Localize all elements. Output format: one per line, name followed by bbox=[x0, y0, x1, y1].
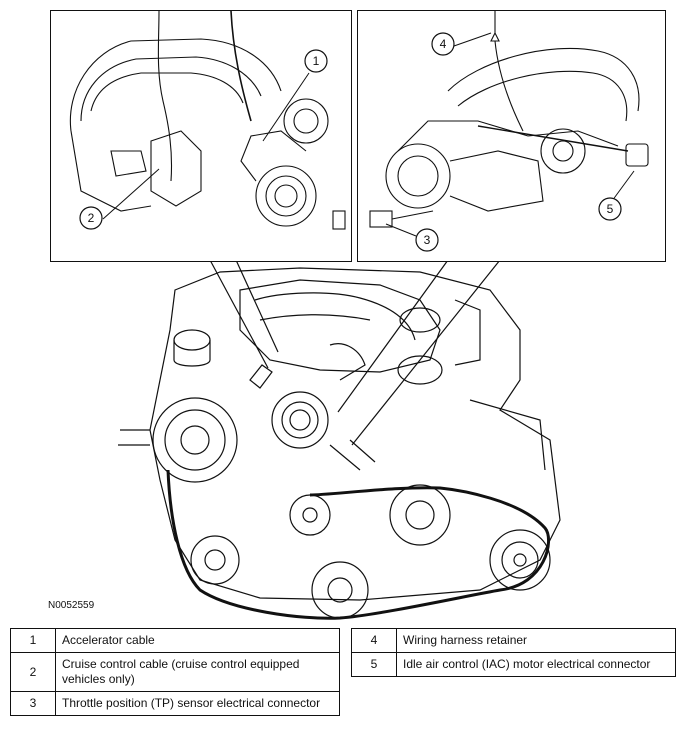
leader-line-left-a bbox=[209, 259, 269, 369]
oil-filler-cap bbox=[173, 329, 211, 351]
legend-num: 1 bbox=[10, 628, 56, 653]
throttle-detail-illustration bbox=[69, 11, 346, 230]
crankshaft-pulley bbox=[311, 561, 369, 619]
detail-panel-left bbox=[50, 10, 352, 262]
legend-table-left: 1 Accelerator cable 2 Cruise control cab… bbox=[10, 628, 340, 716]
legend-num: 4 bbox=[351, 628, 397, 653]
iac-detail-illustration bbox=[369, 11, 649, 237]
figure-id: N0052559 bbox=[48, 600, 95, 611]
legend-text: Accelerator cable bbox=[55, 628, 340, 653]
alternator bbox=[152, 397, 238, 483]
pulley-water-pump bbox=[389, 484, 451, 546]
leader-line-left-b bbox=[235, 259, 279, 353]
legend-num: 5 bbox=[351, 652, 397, 677]
legend-text: Idle air control (IAC) motor electrical … bbox=[396, 652, 676, 677]
legend-text: Wiring harness retainer bbox=[396, 628, 676, 653]
legend-text: Cruise control cable (cruise control equ… bbox=[55, 652, 340, 692]
legend-row: 3 Throttle position (TP) sensor electric… bbox=[10, 691, 340, 716]
legend-text: Throttle position (TP) sensor electrical… bbox=[55, 691, 340, 716]
leader-line-right-a bbox=[337, 259, 449, 413]
legend-row: 5 Idle air control (IAC) motor electrica… bbox=[351, 652, 676, 677]
legend-num: 2 bbox=[10, 652, 56, 692]
leader-line-right-b bbox=[351, 259, 501, 446]
pulley-ac-compressor bbox=[489, 529, 551, 591]
detail-panel-right bbox=[357, 10, 666, 262]
legend-row: 2 Cruise control cable (cruise control e… bbox=[10, 652, 340, 692]
intake-manifold bbox=[239, 279, 441, 373]
legend-row: 1 Accelerator cable bbox=[10, 628, 340, 653]
serpentine-belt bbox=[166, 469, 550, 620]
legend-row: 4 Wiring harness retainer bbox=[351, 628, 676, 653]
legend-table-right: 4 Wiring harness retainer 5 Idle air con… bbox=[351, 628, 676, 677]
pulley-tensioner bbox=[190, 535, 240, 585]
legend-num: 3 bbox=[10, 691, 56, 716]
throttle-body bbox=[271, 391, 329, 449]
pulley-idler bbox=[289, 494, 331, 536]
